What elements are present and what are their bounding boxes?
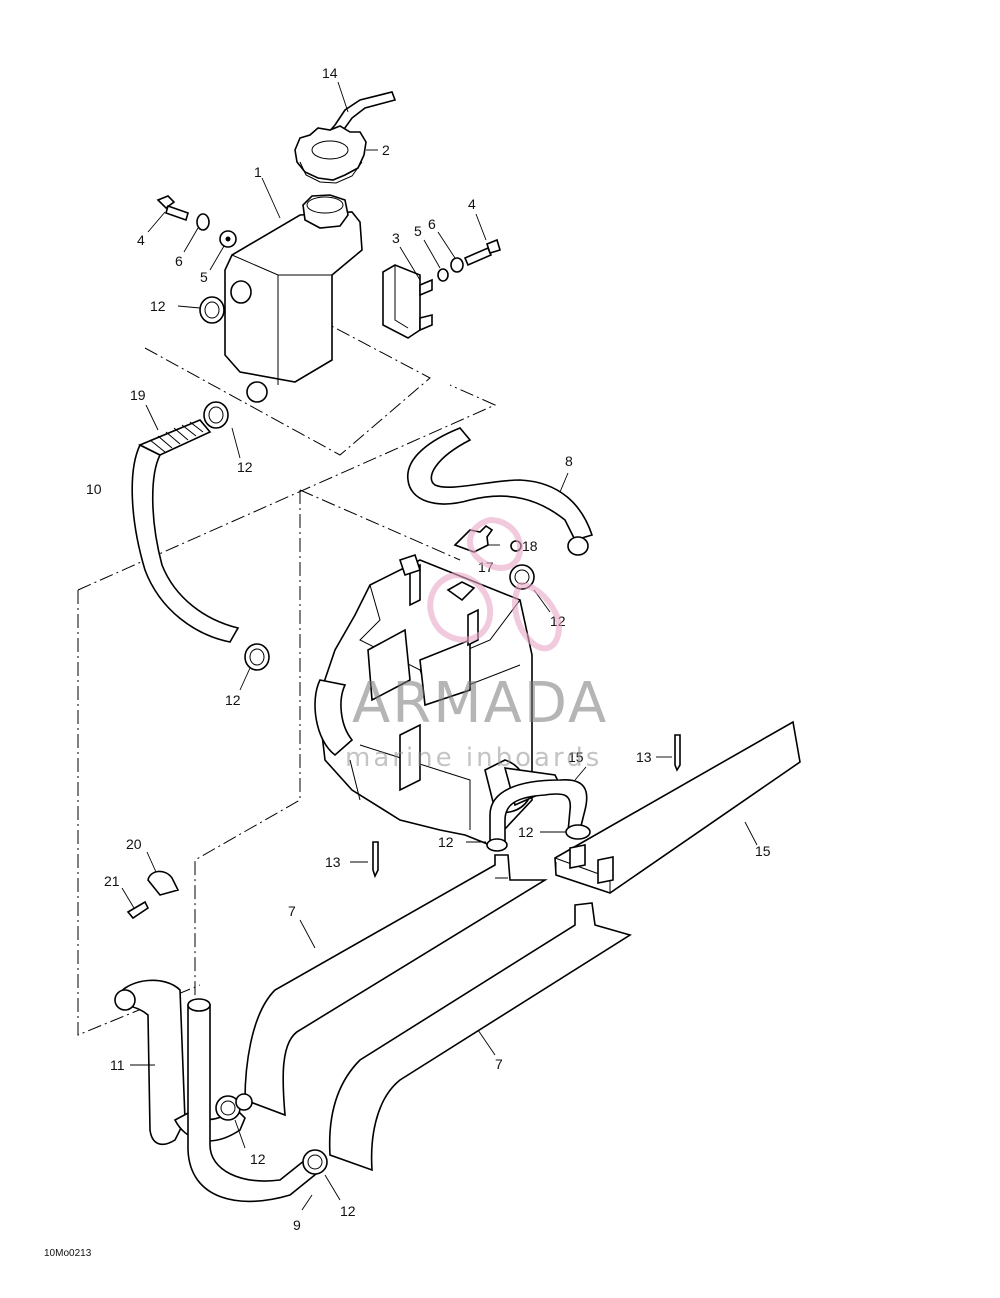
leader-lines bbox=[121, 81, 758, 1211]
callout-5-right: 5 bbox=[414, 223, 422, 239]
coolant-reservoir-part-1 bbox=[224, 194, 363, 403]
hose-clamp-part-12-lower-right bbox=[302, 1149, 328, 1175]
hose-clamp-part-12-upper bbox=[203, 401, 229, 429]
callout-9: 9 bbox=[293, 1217, 301, 1233]
hose-clamp-part-12-lower-mid bbox=[235, 1093, 253, 1111]
tie-part-13-lower bbox=[372, 841, 379, 879]
reservoir-cap-part-2 bbox=[294, 125, 367, 184]
hose-clamp-part-12-outlet bbox=[565, 824, 591, 840]
cooling-channel-part-7-upper bbox=[244, 854, 548, 1117]
hose-clamp-part-12-engine-bottom bbox=[486, 838, 508, 852]
hose-clamp-part-12-reservoir bbox=[199, 296, 225, 324]
callout-7-lower: 7 bbox=[495, 1056, 503, 1072]
callout-4-right: 4 bbox=[468, 196, 476, 212]
callout-12-lower-left: 12 bbox=[250, 1151, 266, 1167]
callout-21: 21 bbox=[104, 873, 120, 889]
hose-clamp-part-12-engine-left bbox=[244, 643, 270, 671]
callout-20: 20 bbox=[126, 836, 142, 852]
callout-16: 15 bbox=[568, 749, 584, 765]
cooling-channel-part-7-lower bbox=[328, 902, 632, 1172]
callout-15: 15 bbox=[755, 843, 771, 859]
hose-clamp-part-12-engine-top bbox=[509, 564, 535, 590]
corrugated-hose-part-19 bbox=[138, 419, 212, 456]
callout-19: 19 bbox=[130, 387, 146, 403]
callout-12-lower-right: 12 bbox=[340, 1203, 356, 1219]
callout-8: 8 bbox=[565, 453, 573, 469]
engine-block bbox=[314, 553, 562, 846]
screw-part-21 bbox=[126, 900, 150, 920]
watermark-title: ARMADA bbox=[352, 671, 608, 736]
mounting-bracket-part-3 bbox=[382, 264, 433, 339]
tie-part-13-upper bbox=[674, 734, 681, 772]
callout-4-left: 4 bbox=[137, 232, 145, 248]
clip-part-20 bbox=[147, 870, 180, 896]
washer-part-5-right bbox=[437, 268, 449, 282]
callout-13-lower: 13 bbox=[325, 854, 341, 870]
callout-1: 1 bbox=[254, 164, 262, 180]
callout-12-reservoir: 12 bbox=[150, 298, 166, 314]
hose-clamp-part-12-lower-left bbox=[215, 1095, 241, 1121]
watermark-subtitle: marine inboards bbox=[345, 743, 602, 773]
callout-3: 3 bbox=[392, 230, 400, 246]
callout-12-upper: 12 bbox=[237, 459, 253, 475]
callout-18: 18 bbox=[522, 538, 538, 554]
lock-washer-part-6-left bbox=[196, 213, 210, 231]
callout-14: 14 bbox=[322, 65, 338, 81]
callout-5-left: 5 bbox=[200, 269, 208, 285]
screw-part-4-left bbox=[156, 195, 189, 222]
hose-part-10 bbox=[131, 443, 240, 643]
drawing-reference-code: 10Mo0213 bbox=[44, 1248, 92, 1259]
callout-10: 10 bbox=[86, 481, 102, 497]
hose-part-9 bbox=[187, 998, 318, 1203]
heat-exchanger-part-15 bbox=[554, 720, 801, 894]
callout-6-right: 6 bbox=[428, 216, 436, 232]
hose-part-8 bbox=[407, 427, 594, 556]
screw-part-4-right bbox=[463, 238, 501, 267]
callout-12-engine-left: 12 bbox=[225, 692, 241, 708]
callout-7-upper: 7 bbox=[288, 903, 296, 919]
callout-6-left: 6 bbox=[175, 253, 183, 269]
washer-part-5-left bbox=[219, 230, 237, 248]
callout-12-outlet: 12 bbox=[518, 824, 534, 840]
callout-13-upper: 13 bbox=[636, 749, 652, 765]
callout-12-engine-bottom: 12 bbox=[438, 834, 454, 850]
callout-11: 11 bbox=[110, 1057, 125, 1073]
lock-washer-part-6-right bbox=[450, 257, 464, 273]
callout-2: 2 bbox=[382, 142, 390, 158]
armada-watermark-logo bbox=[427, 516, 562, 652]
